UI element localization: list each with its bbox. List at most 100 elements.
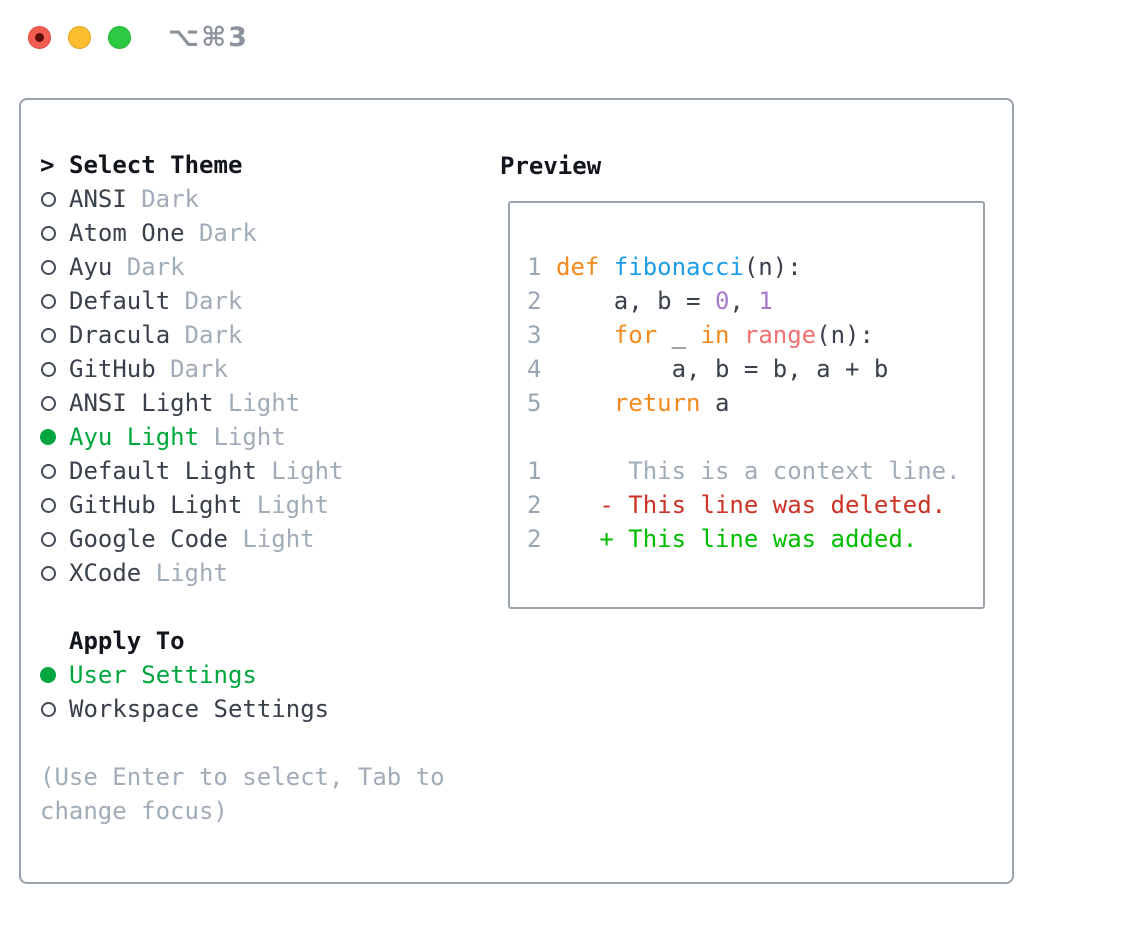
zoom-button-icon[interactable] bbox=[108, 25, 131, 49]
divider-space bbox=[40, 726, 445, 760]
diff-preview: 1 This is a context line.2 - This line w… bbox=[527, 454, 983, 556]
preview-header: Preview bbox=[500, 149, 601, 183]
radio-unselected-icon bbox=[41, 327, 56, 343]
option-variant-label: Light bbox=[213, 423, 286, 451]
code-token: a, b = b, a + b bbox=[556, 355, 889, 383]
code-token: _ bbox=[657, 321, 701, 349]
theme-option[interactable]: Google Code Light bbox=[40, 522, 445, 556]
option-label: GitHub Light bbox=[69, 491, 243, 519]
option-variant-label: Dark bbox=[184, 287, 243, 315]
help-text-line: change focus) bbox=[40, 797, 228, 825]
apply-to-header: Apply To bbox=[40, 624, 445, 658]
radio-marker bbox=[40, 463, 69, 479]
apply-to-option[interactable]: User Settings bbox=[40, 658, 445, 692]
radio-unselected-icon bbox=[41, 361, 56, 377]
divider-space bbox=[40, 590, 445, 624]
radio-marker bbox=[40, 531, 69, 547]
code-token: range bbox=[743, 321, 817, 349]
code-line: 3 for _ in range(n): bbox=[527, 318, 983, 352]
code-token: a bbox=[700, 389, 730, 417]
radio-marker bbox=[40, 701, 69, 717]
option-variant-label: Dark bbox=[126, 253, 185, 281]
radio-unselected-icon bbox=[41, 531, 56, 547]
code-token bbox=[599, 253, 613, 281]
option-variant-label: Dark bbox=[141, 185, 199, 213]
radio-marker bbox=[40, 429, 69, 445]
line-number: 1 bbox=[527, 457, 542, 485]
radio-unselected-icon bbox=[41, 701, 56, 717]
radio-selected-icon bbox=[40, 667, 56, 683]
radio-marker bbox=[40, 667, 69, 683]
minimize-button-icon[interactable] bbox=[68, 25, 91, 49]
apply-to-option[interactable]: Workspace Settings bbox=[40, 692, 445, 726]
diff-text: - This line was deleted. bbox=[556, 491, 947, 519]
close-button-icon[interactable] bbox=[28, 25, 51, 49]
option-variant-label: Light bbox=[256, 491, 330, 519]
line-number: 2 bbox=[527, 525, 542, 553]
help-text-line: (Use Enter to select, Tab to bbox=[40, 763, 445, 791]
radio-marker bbox=[40, 259, 69, 275]
select-theme-header: > Select Theme bbox=[40, 148, 445, 182]
option-label: Ayu Light bbox=[69, 423, 200, 451]
theme-option[interactable]: GitHub Light Light bbox=[40, 488, 445, 522]
diff-line-deleted: 2 - This line was deleted. bbox=[527, 488, 983, 522]
option-variant-label: Light bbox=[155, 559, 228, 587]
code-line: 5 return a bbox=[527, 386, 983, 420]
select-theme-title: Select Theme bbox=[69, 151, 243, 179]
code-token bbox=[556, 389, 614, 417]
line-number: 4 bbox=[527, 355, 542, 383]
option-variant-label: Light bbox=[242, 525, 315, 553]
theme-option[interactable]: Ayu Light Light bbox=[40, 420, 445, 454]
line-number: 1 bbox=[527, 253, 542, 281]
radio-marker bbox=[40, 293, 69, 309]
theme-option[interactable]: GitHub Dark bbox=[40, 352, 445, 386]
theme-option[interactable]: ANSI Light Light bbox=[40, 386, 445, 420]
radio-marker bbox=[40, 565, 69, 581]
option-label: Dracula bbox=[69, 321, 171, 349]
help-text: (Use Enter to select, Tab to change focus… bbox=[40, 760, 445, 828]
option-label: User Settings bbox=[69, 661, 257, 689]
diff-line-added: 2 + This line was added. bbox=[527, 522, 983, 556]
radio-marker bbox=[40, 225, 69, 241]
line-number: 2 bbox=[527, 287, 542, 315]
option-variant-label: Dark bbox=[170, 355, 228, 383]
diff-text: This is a context line. bbox=[556, 457, 961, 485]
diff-line-context: 1 This is a context line. bbox=[527, 454, 983, 488]
code-token bbox=[729, 321, 743, 349]
radio-unselected-icon bbox=[41, 293, 56, 309]
option-label: ANSI Light bbox=[69, 389, 214, 417]
code-line: 4 a, b = b, a + b bbox=[527, 352, 983, 386]
radio-unselected-icon bbox=[41, 565, 56, 581]
apply-to-title: Apply To bbox=[69, 627, 185, 655]
code-token: fibonacci bbox=[613, 253, 744, 281]
radio-marker bbox=[40, 361, 69, 377]
code-line: 2 a, b = 0, 1 bbox=[527, 284, 983, 318]
option-label: Google Code bbox=[69, 525, 228, 553]
radio-unselected-icon bbox=[41, 225, 56, 241]
blank-line bbox=[527, 420, 983, 454]
option-variant-label: Light bbox=[227, 389, 301, 417]
code-token bbox=[556, 321, 614, 349]
option-variant-label: Dark bbox=[184, 321, 243, 349]
radio-marker bbox=[40, 395, 69, 411]
option-label: GitHub bbox=[69, 355, 156, 383]
code-token: (n): bbox=[743, 253, 802, 281]
line-number: 5 bbox=[527, 389, 542, 417]
code-token: return bbox=[613, 389, 701, 417]
radio-unselected-icon bbox=[41, 395, 56, 411]
preview-title: Preview bbox=[500, 152, 602, 180]
theme-option[interactable]: Dracula Dark bbox=[40, 318, 445, 352]
option-variant-label: Light bbox=[271, 457, 344, 485]
diff-text: + This line was added. bbox=[556, 525, 918, 553]
code-token: in bbox=[700, 321, 730, 349]
